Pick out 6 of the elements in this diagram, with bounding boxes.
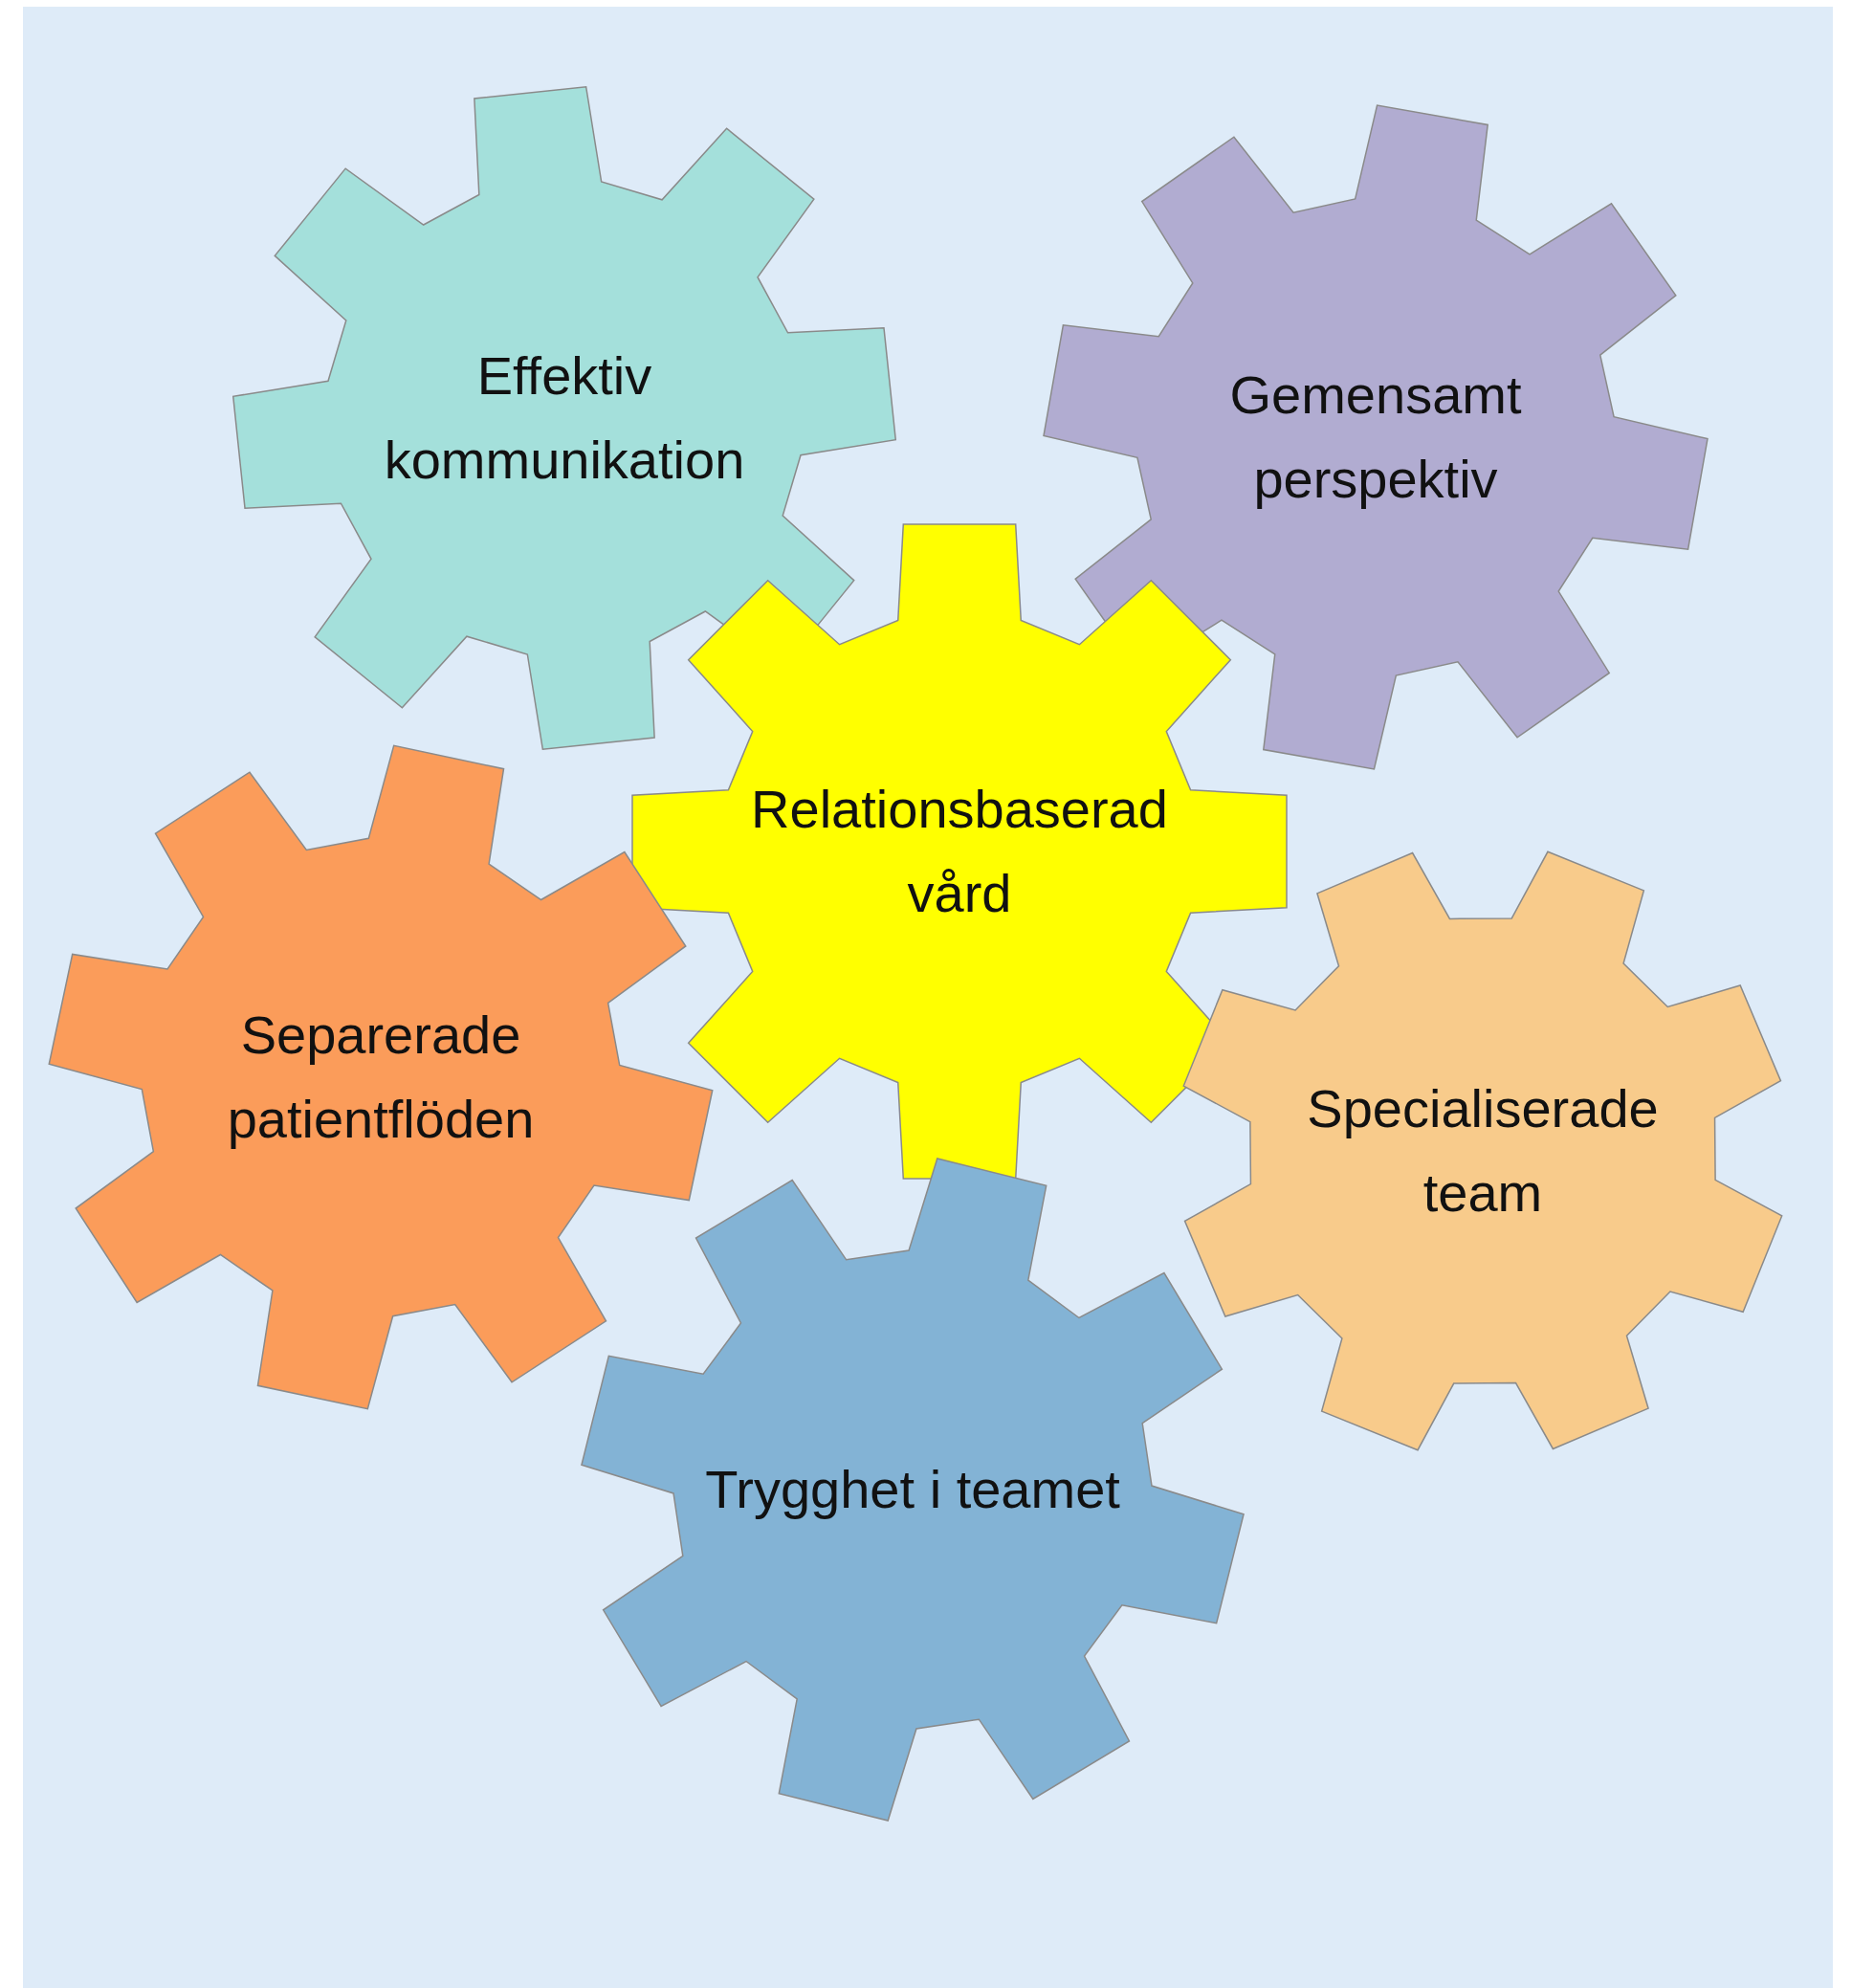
- gear-label: Separerade patientflöden: [226, 1004, 536, 1151]
- gear-label: Gemensamt perspektiv: [1228, 364, 1523, 511]
- gear-label: Specialiserade team: [1306, 1077, 1660, 1225]
- gear-label: Effektiv kommunikation: [383, 344, 746, 492]
- gear-label: Trygghet i teamet: [704, 1458, 1121, 1521]
- gear-label: Relationsbaserad vård: [750, 778, 1169, 925]
